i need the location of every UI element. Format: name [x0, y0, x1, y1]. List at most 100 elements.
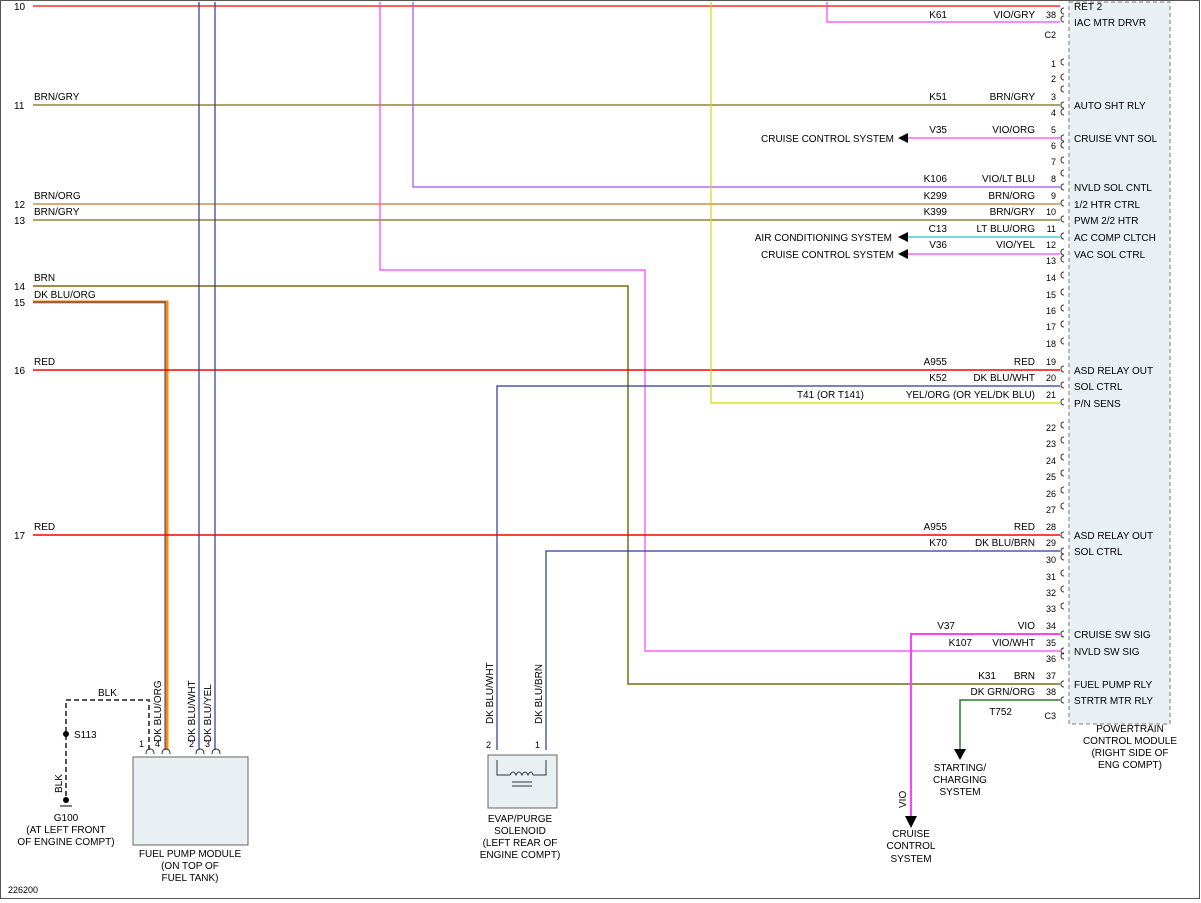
pcm-wire-color: DK BLU/WHT	[973, 373, 1035, 384]
fuel-pump-label-line: (ON TOP OF	[161, 861, 219, 872]
circuit-label: K52	[929, 373, 947, 384]
left-wire-label: BRN/GRY	[34, 92, 80, 103]
circuit-label: K61	[929, 10, 947, 21]
pcm-function-label: NVLD SW SIG	[1074, 647, 1140, 658]
row-number: 15	[14, 298, 26, 309]
pcm-function-label: ASD RELAY OUT	[1074, 531, 1153, 542]
pcm-connector-hooks	[1060, 7, 1065, 704]
circuit-label: V37	[937, 621, 955, 632]
destination-label: CRUISE CONTROL SYSTEM	[761, 250, 894, 261]
pcm-function-label: ASD RELAY OUT	[1074, 366, 1153, 377]
destination-line: SYSTEM	[939, 787, 980, 798]
connector-c2-label: C2	[1044, 30, 1056, 40]
evap-wire-label: DK BLU/BRN	[534, 664, 545, 724]
pin-number: 7	[1051, 157, 1056, 167]
pcm-function-label: 1/2 HTR CTRL	[1074, 200, 1141, 211]
ground-g100-icon	[63, 797, 69, 803]
arrow-t752-icon	[954, 749, 966, 760]
row-number: 16	[14, 366, 26, 377]
pcm-function-label: RET 2	[1074, 2, 1103, 13]
row-number: 17	[14, 531, 26, 542]
arrow-v35-icon	[898, 133, 908, 143]
fuel-pump-wire-label: DK BLU/WHT	[187, 680, 198, 742]
pcm-function-label: AC COMP CLTCH	[1074, 233, 1156, 244]
figure-id: 226200	[8, 885, 38, 895]
destination-line: STARTING/	[934, 763, 987, 774]
fuel-pump-label-line: FUEL PUMP MODULE	[139, 849, 242, 860]
pin-number: 25	[1046, 472, 1056, 482]
pin-number: 30	[1046, 555, 1056, 565]
starting-charging-label: STARTING/ CHARGING SYSTEM	[933, 763, 987, 798]
row-number: 12	[14, 200, 26, 211]
fuel-pump-pin: 4	[155, 739, 160, 749]
wire-dk-blu-org-inner	[33, 301, 166, 750]
pcm-function-label: STRTR MTR RLY	[1074, 696, 1153, 707]
pin-number: 24	[1046, 456, 1056, 466]
pin-number: 2	[1051, 74, 1056, 84]
fuel-pump-wire-label: DK BLU/YEL	[203, 684, 214, 742]
left-wire-label: DK BLU/ORG	[34, 290, 96, 301]
pcm-label-line: (RIGHT SIDE OF	[1091, 748, 1168, 759]
pin-number: 6	[1051, 141, 1056, 151]
splice-label: S113	[74, 730, 97, 741]
pin-number: 16	[1046, 306, 1056, 316]
circuit-label: A955	[924, 357, 948, 368]
pcm-wire-color: DK GRN/ORG	[971, 687, 1036, 698]
pin-number: 12	[1046, 240, 1056, 250]
pcm-module-label: POWERTRAIN CONTROL MODULE (RIGHT SIDE OF…	[1083, 724, 1177, 771]
pcm-function-label: NVLD SOL CNTL	[1074, 183, 1152, 194]
evap-label-line: ENGINE COMPT)	[480, 850, 561, 861]
row-number: 10	[14, 2, 26, 13]
pcm-label-line: CONTROL MODULE	[1083, 736, 1177, 747]
pin-number: 10	[1046, 207, 1056, 217]
ground-label-line: OF ENGINE COMPT)	[17, 837, 114, 848]
pcm-function-label: IAC MTR DRVR	[1074, 18, 1146, 29]
pin-number: 34	[1046, 621, 1056, 631]
pcm-wire-color: VIO/YEL	[996, 240, 1035, 251]
arrow-v37-icon	[905, 816, 917, 828]
pin-number: 26	[1046, 489, 1056, 499]
pcm-wire-color: VIO/LT BLU	[982, 174, 1035, 185]
circuit-label: T41 (OR T141)	[797, 390, 864, 401]
circuit-label: K299	[924, 191, 948, 202]
destination-line: CRUISE	[892, 829, 930, 840]
pin-number: 18	[1046, 339, 1056, 349]
pin-number: 13	[1046, 256, 1056, 266]
connector-c3-label: C3	[1044, 711, 1056, 721]
blk-wire-label: BLK	[98, 688, 117, 699]
pin-number: 21	[1046, 390, 1056, 400]
circuit-label: C13	[929, 224, 948, 235]
pin-number: 11	[1047, 224, 1056, 234]
fuel-pump-module-box	[132, 756, 249, 846]
wire-t752	[959, 699, 1060, 752]
pcm-function-label: SOL CTRL	[1074, 547, 1123, 558]
pin-number: 29	[1046, 538, 1056, 548]
circuit-label: V36	[929, 240, 947, 251]
pin-number: 1	[1051, 59, 1056, 69]
pcm-function-label: AUTO SHT RLY	[1074, 101, 1146, 112]
evap-pin: 1	[535, 740, 540, 750]
fuel-pump-pin: 2	[189, 739, 194, 749]
destination-line: SYSTEM	[890, 854, 931, 865]
wire-k70	[545, 550, 1060, 750]
pin-number: 4	[1051, 108, 1056, 118]
destination-label: AIR CONDITIONING SYSTEM	[755, 233, 892, 244]
splice-s113-dot	[63, 731, 69, 737]
pcm-label-line: ENG COMPT)	[1098, 760, 1162, 771]
pcm-wire-color: RED	[1014, 357, 1035, 368]
pcm-function-label: PWM 2/2 HTR	[1074, 216, 1138, 227]
wire-k61	[826, 2, 1060, 23]
circuit-label: T752	[989, 707, 1012, 718]
pcm-wire-color: BRN/GRY	[990, 207, 1036, 218]
destination-line: CONTROL	[887, 841, 936, 852]
fuel-pump-pin-hooks	[145, 748, 221, 755]
wire-k52	[496, 385, 1060, 750]
pcm-label-line: POWERTRAIN	[1096, 724, 1164, 735]
destination-line: CHARGING	[933, 775, 987, 786]
pin-number: 5	[1051, 125, 1056, 135]
pcm-function-label: CRUISE SW SIG	[1074, 630, 1151, 641]
circuit-label: K31	[978, 671, 996, 682]
wire-k107	[379, 2, 1060, 652]
